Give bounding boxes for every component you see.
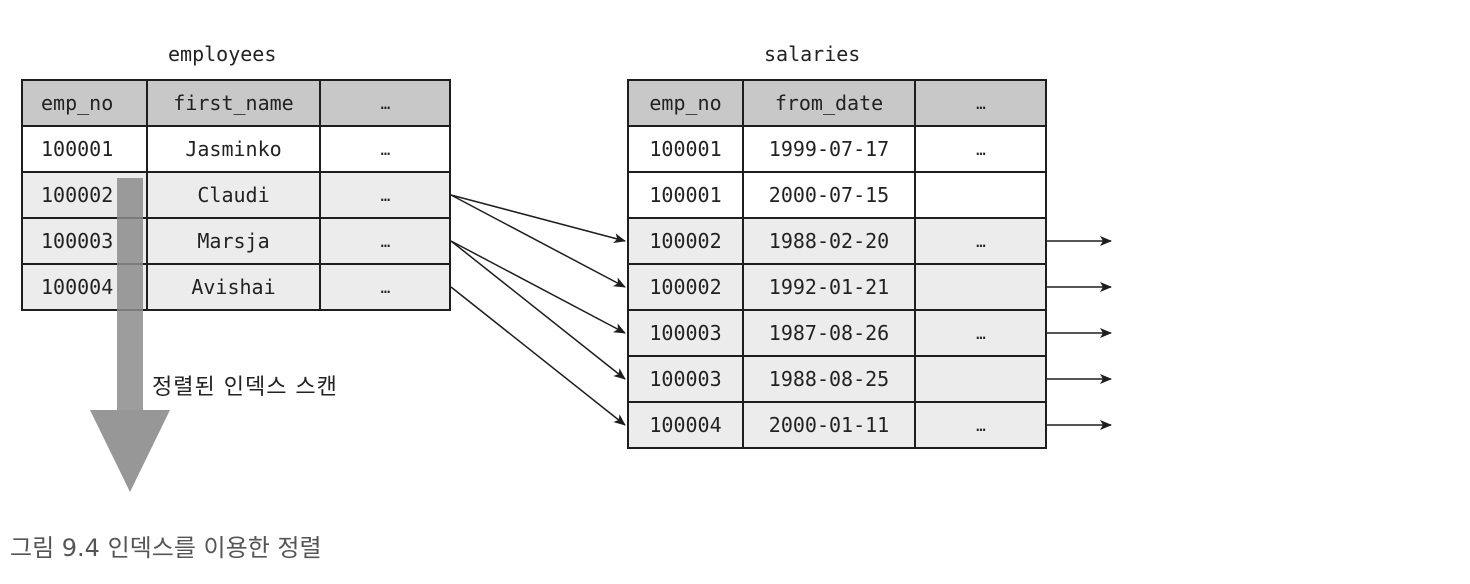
scan-arrow-head [90,410,170,492]
employees-table-title: employees [168,42,277,66]
employees-cell: Claudi [146,171,321,219]
salaries-column-header: from_date [742,79,916,127]
salaries-cell: 100004 [627,401,744,449]
employees-column-header: first_name [146,79,321,127]
salaries-cell: 2000-01-11 [742,401,916,449]
employees-cell: Avishai [146,263,321,311]
join-arrow [450,240,626,380]
salaries-cell: 1992-01-21 [742,263,916,311]
salaries-column-header: … [914,79,1047,127]
salaries-cell: 1988-02-20 [742,217,916,265]
join-arrow [450,240,626,334]
employees-cell: … [319,217,451,265]
salaries-cell: … [914,309,1047,357]
salaries-cell: … [914,401,1047,449]
employees-cell: 100003 [21,217,148,265]
salaries-cell: 100002 [627,263,744,311]
salaries-cell: 2000-07-15 [742,171,916,219]
employees-column-header: … [319,79,451,127]
salaries-cell: 1999-07-17 [742,125,916,173]
join-arrow [450,286,626,426]
join-arrow [450,194,626,244]
salaries-column-header: emp_no [627,79,744,127]
employees-column-header: emp_no [21,79,148,127]
figure-caption: 그림 9.4 인덱스를 이용한 정렬 [10,534,322,562]
salaries-cell: 1988-08-25 [742,355,916,403]
employees-cell: … [319,171,451,219]
salaries-cell: 100001 [627,125,744,173]
salaries-cell [914,263,1047,311]
employees-cell: Marsja [146,217,321,265]
salaries-cell [914,355,1047,403]
salaries-table-title: salaries [764,42,861,66]
output-arrows [1047,236,1112,430]
salaries-cell: 100003 [627,355,744,403]
salaries-cell: 100002 [627,217,744,265]
salaries-cell: … [914,217,1047,265]
employees-cell: 100004 [21,263,148,311]
salaries-cell: 100003 [627,309,744,357]
join-arrow [450,194,626,288]
join-arrows [450,194,626,426]
index-scan-label: 정렬된 인덱스 스캔 [152,375,338,400]
salaries-cell: … [914,125,1047,173]
salaries-cell: 100001 [627,171,744,219]
employees-cell: … [319,263,451,311]
employees-cell: … [319,125,451,173]
employees-cell: 100002 [21,171,148,219]
employees-cell: Jasminko [146,125,321,173]
salaries-cell: 1987-08-26 [742,309,916,357]
salaries-cell [914,171,1047,219]
employees-cell: 100001 [21,125,148,173]
